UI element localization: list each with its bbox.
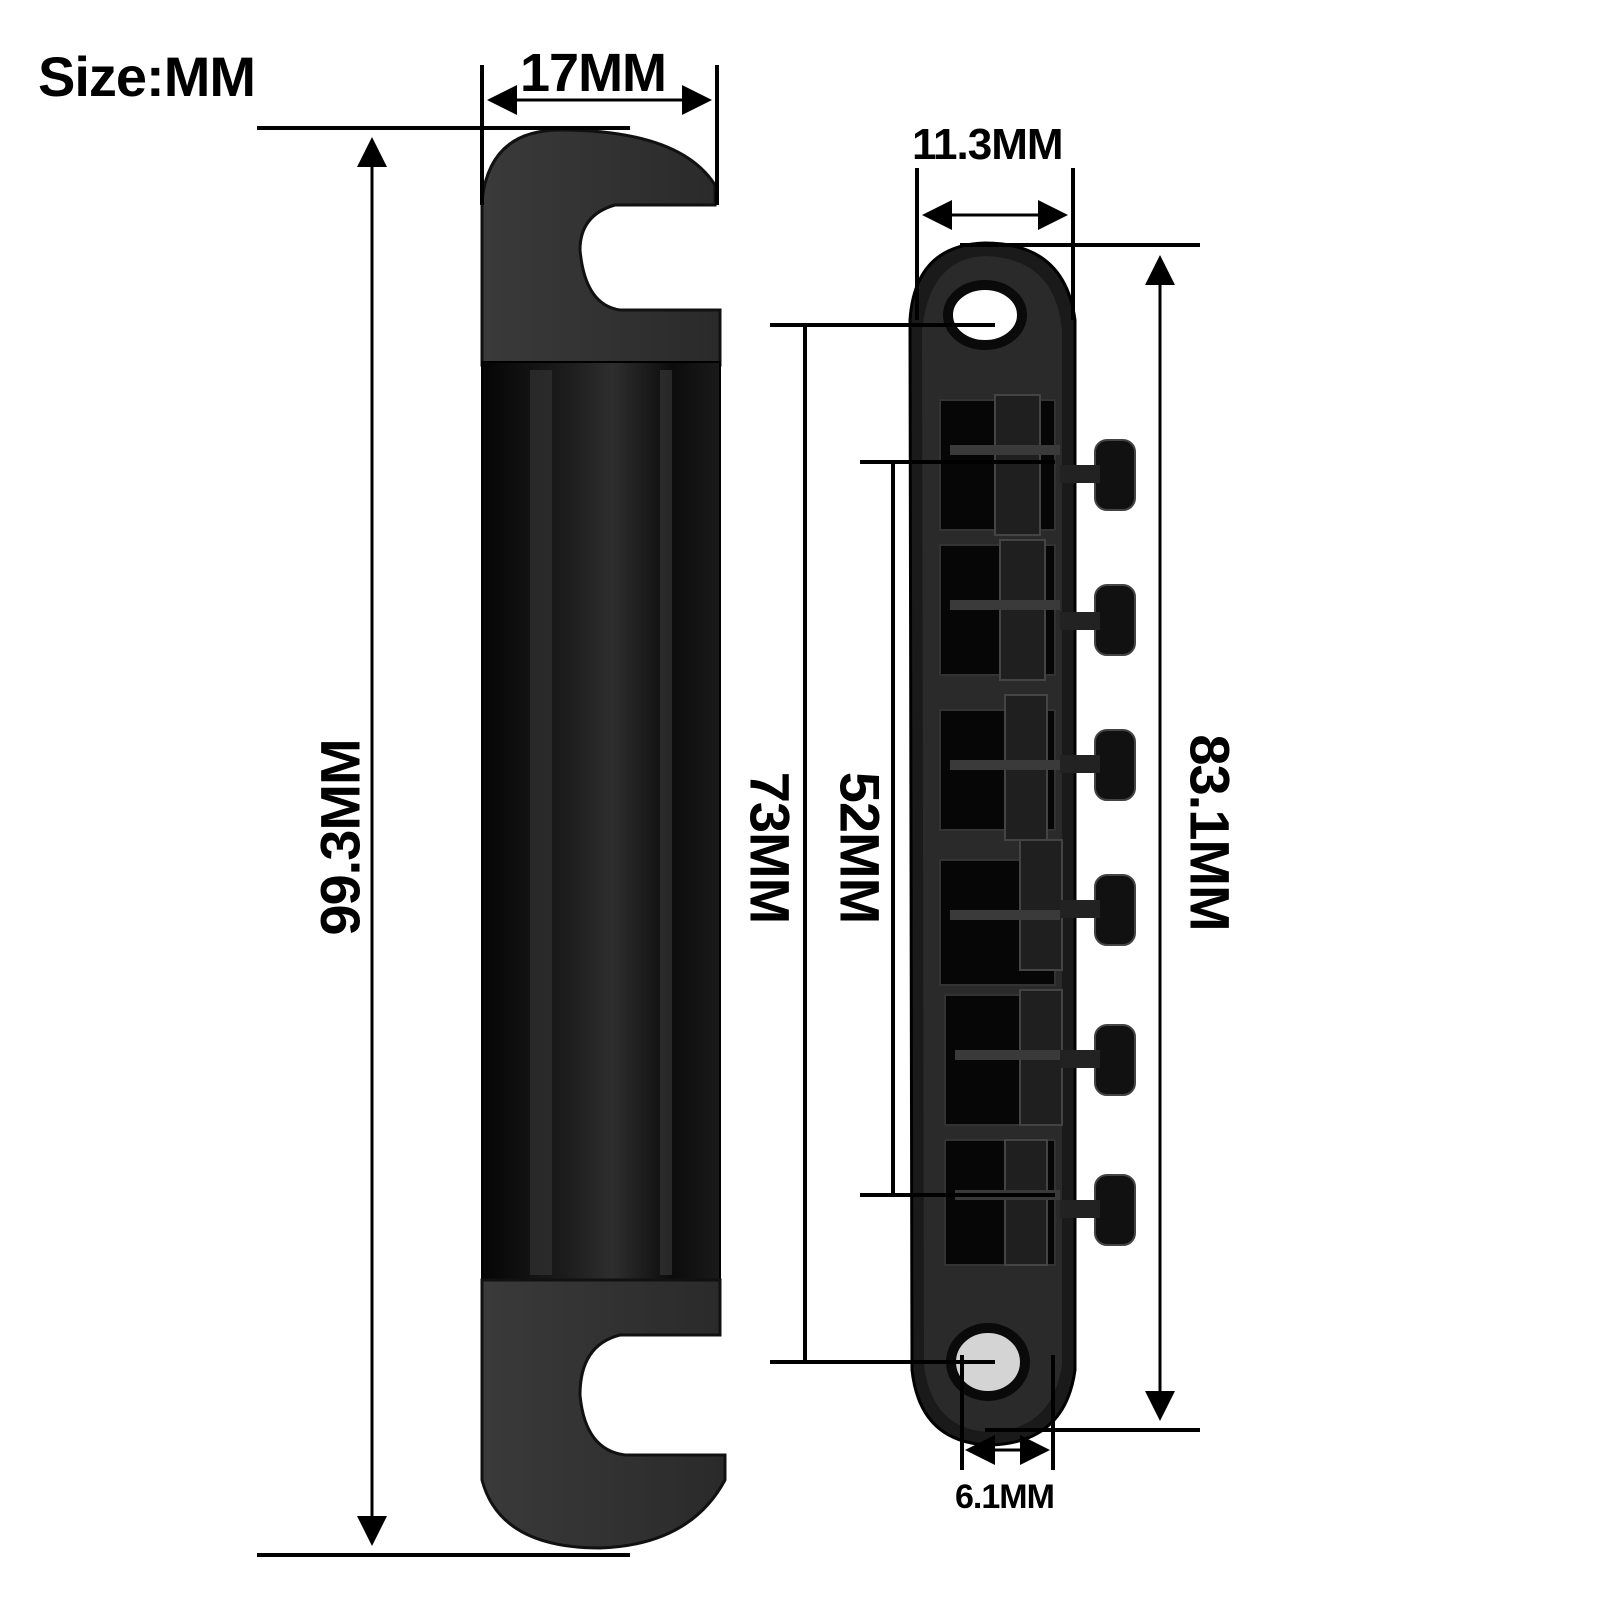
size-unit-title: Size:MM [38, 45, 256, 108]
saddle-5 [944, 989, 1136, 1126]
tailpiece-top-hook [480, 128, 722, 367]
tailpiece-tube [481, 361, 721, 1283]
tailpiece-bottom-hook [480, 1278, 727, 1550]
stud-spacing-label: 73MM [738, 771, 802, 924]
saddle-2 [939, 539, 1136, 681]
saddle-6 [944, 1139, 1136, 1266]
dimension-lines [257, 65, 1200, 1557]
bridge-top-stud-hole [943, 280, 1027, 350]
string-span-label: 52MM [828, 771, 892, 924]
saddle-1 [939, 394, 1136, 536]
tailpiece [480, 128, 727, 1550]
bridge-length-label: 83.1MM [1178, 734, 1242, 931]
saddle-3 [939, 694, 1136, 841]
hole-diameter-label: 6.1MM [955, 1478, 1055, 1516]
tailpiece-length-label: 99.3MM [308, 739, 372, 936]
bridge [908, 241, 1136, 1447]
tailpiece-width-label: 17MM [520, 43, 667, 103]
saddles [939, 394, 1136, 1266]
bridge-width-label: 11.3MM [912, 120, 1064, 169]
saddle-4 [939, 839, 1136, 986]
